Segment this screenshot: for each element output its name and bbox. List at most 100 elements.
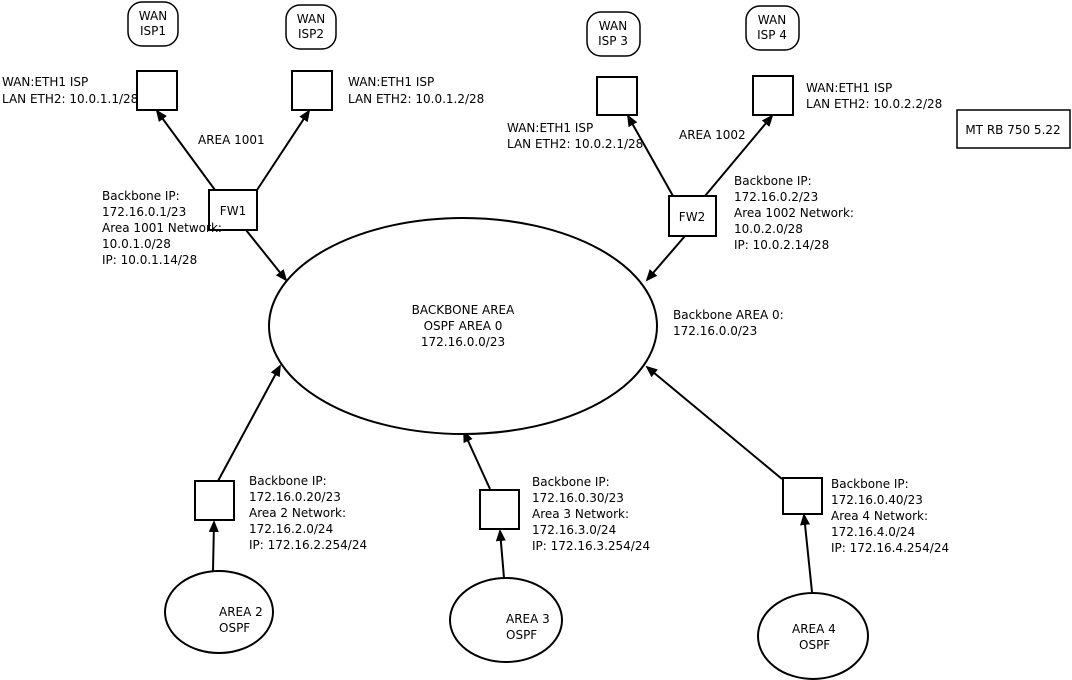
wan-isp1-line1: WAN <box>139 9 167 23</box>
firewall-fw2: FW2 <box>668 195 717 237</box>
ospf-area3-name: AREA 3 <box>506 612 550 626</box>
router-r2-lan: LAN ETH2: 10.0.1.2/28 <box>348 92 484 106</box>
a2-info-line: 172.16.0.20/23 <box>249 490 341 504</box>
fw2-info-line: Area 1002 Network: <box>734 206 854 220</box>
edge-a3router-to-backbone <box>463 430 491 490</box>
firewall-fw2-name: FW2 <box>679 210 705 224</box>
edge-fw1-to-r1 <box>155 109 216 191</box>
wan-isp2-line1: WAN <box>297 12 325 26</box>
backbone-side-label: Backbone AREA 0: 172.16.0.0/23 <box>673 308 784 338</box>
ospf-area2-name: AREA 2 <box>219 605 263 619</box>
backbone-side-line1: Backbone AREA 0: <box>673 308 784 322</box>
wan-cloud-isp4 <box>745 5 800 51</box>
router-r1-lan: LAN ETH2: 10.0.1.1/28 <box>2 92 138 106</box>
router-area2 <box>194 480 235 521</box>
model-box: MT RB 750 5.22 <box>956 109 1071 149</box>
a3-info-line: 172.16.0.30/23 <box>532 491 624 505</box>
a4-info-line: 172.16.0.40/23 <box>831 493 923 507</box>
a3-info-line: 172.16.3.0/24 <box>532 523 616 537</box>
wan-isp4-line1: WAN <box>758 13 786 27</box>
router-area4 <box>782 477 823 515</box>
router-r4 <box>752 75 794 116</box>
connections <box>155 109 813 593</box>
wan-isp1: WAN ISP1 <box>127 1 179 47</box>
fw1-info-line: IP: 10.0.1.14/28 <box>102 253 197 267</box>
router-area2-info: Backbone IP: 172.16.0.20/23 Area 2 Netwo… <box>249 474 367 552</box>
edge-area2-to-router <box>208 520 219 572</box>
a4-info-line: IP: 172.16.4.254/24 <box>831 541 949 555</box>
a4-info-line: Backbone IP: <box>831 477 909 491</box>
fw1-info-line: Area 1001 Network: <box>102 221 222 235</box>
edge-area3-to-router <box>495 529 506 579</box>
wan-cloud-isp1 <box>127 1 179 47</box>
wan-isp3: WAN ISP 3 <box>586 11 641 57</box>
fw1-info-line: 172.16.0.1/23 <box>102 205 186 219</box>
firewall-fw2-info: Backbone IP: 172.16.0.2/23 Area 1002 Net… <box>734 174 854 252</box>
firewall-fw1-info: Backbone IP: 172.16.0.1/23 Area 1001 Net… <box>102 189 222 267</box>
ospf-area3-type: OSPF <box>506 628 537 642</box>
a3-info-line: Area 3 Network: <box>532 507 629 521</box>
edge-area4-to-router <box>800 513 813 593</box>
edge-fw1-to-backbone <box>245 229 288 282</box>
area-1001-label: AREA 1001 <box>198 133 265 147</box>
edge-a4router-to-backbone <box>645 365 783 480</box>
firewall-fw1-name: FW1 <box>220 204 246 218</box>
router-area3-info: Backbone IP: 172.16.0.30/23 Area 3 Netwo… <box>532 475 650 553</box>
firewall-fw2-box <box>668 195 717 237</box>
a4-info-line: Area 4 Network: <box>831 509 928 523</box>
a2-info-line: Area 2 Network: <box>249 506 346 520</box>
fw2-info-line: 172.16.0.2/23 <box>734 190 818 204</box>
router-r2-wan: WAN:ETH1 ISP <box>348 75 434 89</box>
fw2-info-line: Backbone IP: <box>734 174 812 188</box>
wan-isp4: WAN ISP 4 <box>745 5 800 51</box>
ospf-area2-type: OSPF <box>219 621 250 635</box>
router-r3 <box>596 76 638 116</box>
a3-info-line: IP: 172.16.3.254/24 <box>532 539 650 553</box>
router-r1-label: WAN:ETH1 ISP LAN ETH2: 10.0.1.1/28 <box>2 75 138 106</box>
edge-a2router-to-backbone <box>217 364 281 482</box>
fw2-info-line: IP: 10.0.2.14/28 <box>734 238 829 252</box>
fw1-info-line: 10.0.1.0/28 <box>102 237 171 251</box>
backbone-title: BACKBONE AREA <box>412 303 515 317</box>
ospf-area2-ellipse <box>164 570 274 654</box>
a2-info-line: IP: 172.16.2.254/24 <box>249 538 367 552</box>
ospf-area4-name: AREA 4 <box>792 622 836 636</box>
wan-isp4-line2: ISP 4 <box>757 28 787 42</box>
router-area3 <box>479 489 520 530</box>
router-r3-lan: LAN ETH2: 10.0.2.1/28 <box>507 137 643 151</box>
ospf-area2: AREA 2 OSPF <box>164 570 274 654</box>
router-area4-info: Backbone IP: 172.16.0.40/23 Area 4 Netwo… <box>831 477 949 555</box>
fw1-info-line: Backbone IP: <box>102 189 180 203</box>
ospf-area4-type: OSPF <box>799 638 830 652</box>
ospf-area3-ellipse <box>449 577 563 663</box>
wan-isp2-line2: ISP2 <box>298 27 324 41</box>
area-1002-label: AREA 1002 <box>679 128 746 142</box>
backbone-side-line2: 172.16.0.0/23 <box>673 324 757 338</box>
router-r4-wan: WAN:ETH1 ISP <box>806 81 892 95</box>
wan-cloud-isp3 <box>586 11 641 57</box>
backbone-ospf: OSPF AREA 0 <box>424 319 503 333</box>
wan-cloud-isp2 <box>285 4 337 50</box>
edge-fw2-to-r4 <box>704 114 774 197</box>
model-box-frame <box>956 109 1071 149</box>
a3-info-line: Backbone IP: <box>532 475 610 489</box>
wan-isp3-line2: ISP 3 <box>598 34 628 48</box>
a2-info-line: 172.16.2.0/24 <box>249 522 333 536</box>
router-r2-label: WAN:ETH1 ISP LAN ETH2: 10.0.1.2/28 <box>348 75 484 106</box>
backbone-ellipse <box>268 217 658 435</box>
router-r4-label: WAN:ETH1 ISP LAN ETH2: 10.0.2.2/28 <box>806 81 942 111</box>
router-r2 <box>291 70 333 111</box>
router-r1-wan: WAN:ETH1 ISP <box>2 75 88 89</box>
edge-fw1-to-r2 <box>256 109 311 191</box>
router-r3-label: WAN:ETH1 ISP LAN ETH2: 10.0.2.1/28 <box>507 121 643 151</box>
firewall-fw1: FW1 <box>208 189 258 231</box>
router-r4-lan: LAN ETH2: 10.0.2.2/28 <box>806 97 942 111</box>
wan-isp3-line1: WAN <box>599 19 627 33</box>
edge-fw2-to-backbone <box>645 235 686 282</box>
fw2-info-line: 10.0.2.0/28 <box>734 222 803 236</box>
edge-fw2-to-r3 <box>627 114 674 197</box>
ospf-area4-ellipse <box>757 592 869 680</box>
router-r3-wan: WAN:ETH1 ISP <box>507 121 593 135</box>
backbone-network: 172.16.0.0/23 <box>421 335 505 349</box>
